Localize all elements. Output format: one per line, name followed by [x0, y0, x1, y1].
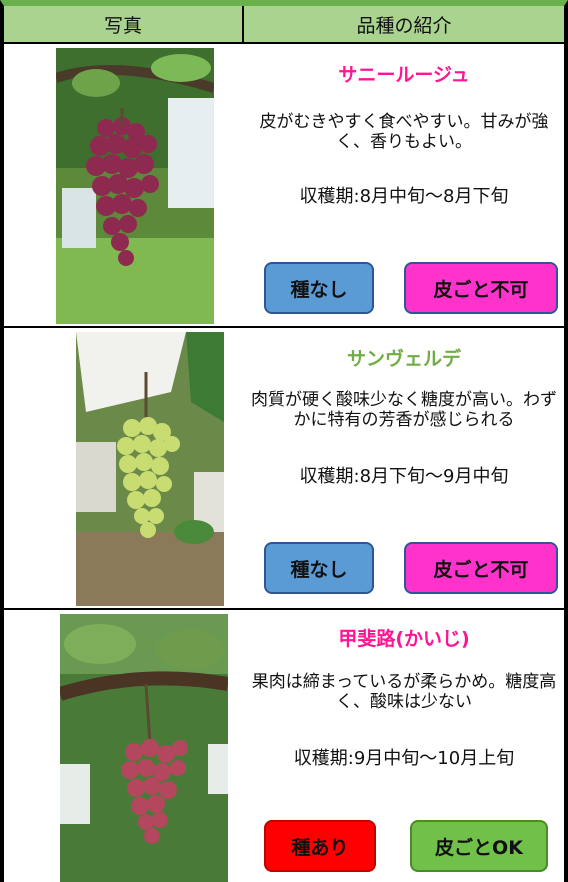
seed-badge: 種なし: [264, 262, 374, 314]
harvest-period: 収穫期:8月中旬〜8月下旬: [299, 186, 509, 207]
description-cell: サンヴェルデ 肉質が硬く酸味少なく糖度が高い。わずかに特有の芳香が感じられる 収…: [244, 328, 564, 608]
skin-badge: 皮ごと不可: [404, 262, 558, 314]
description-cell: サニールージュ 皮がむきやすく食べやすい。甘みが強く、香りもよい。 収穫期:8月…: [244, 44, 564, 326]
harvest-period: 収穫期:9月中旬〜10月上旬: [293, 748, 515, 769]
seed-badge: 種あり: [264, 820, 376, 872]
photo-cell: [4, 328, 244, 608]
variety-description: 肉質が硬く酸味少なく糖度が高い。わずかに特有の芳香が感じられる: [251, 390, 557, 430]
variety-description: 果肉は締まっているが柔らかめ。糖度高く、酸味は少ない: [251, 672, 557, 712]
table-row: サニールージュ 皮がむきやすく食べやすい。甘みが強く、香りもよい。 収穫期:8月…: [4, 44, 564, 328]
variety-name: 甲斐路(かいじ): [338, 628, 470, 650]
header-photo: 写真: [4, 6, 244, 42]
photo-cell: [4, 44, 244, 326]
table-row: サンヴェルデ 肉質が硬く酸味少なく糖度が高い。わずかに特有の芳香が感じられる 収…: [4, 328, 564, 610]
variety-name: サニールージュ: [338, 64, 470, 86]
grape-photo: [76, 332, 224, 606]
variety-name: サンヴェルデ: [346, 348, 461, 370]
variety-description: 皮がむきやすく食べやすい。甘みが強く、香りもよい。: [259, 112, 549, 152]
table-row: 甲斐路(かいじ) 果肉は締まっているが柔らかめ。糖度高く、酸味は少ない 収穫期:…: [4, 610, 564, 882]
skin-badge: 皮ごと不可: [404, 542, 558, 594]
grape-photo: [60, 614, 228, 882]
grape-photo: [56, 48, 214, 324]
skin-badge: 皮ごとOK: [410, 820, 548, 872]
seed-badge: 種なし: [264, 542, 374, 594]
table-header: 写真 品種の紹介: [4, 6, 564, 44]
header-description: 品種の紹介: [356, 14, 452, 37]
description-cell: 甲斐路(かいじ) 果肉は締まっているが柔らかめ。糖度高く、酸味は少ない 収穫期:…: [244, 610, 564, 882]
photo-cell: [4, 610, 244, 882]
harvest-period: 収穫期:8月下旬〜9月中旬: [299, 466, 509, 487]
